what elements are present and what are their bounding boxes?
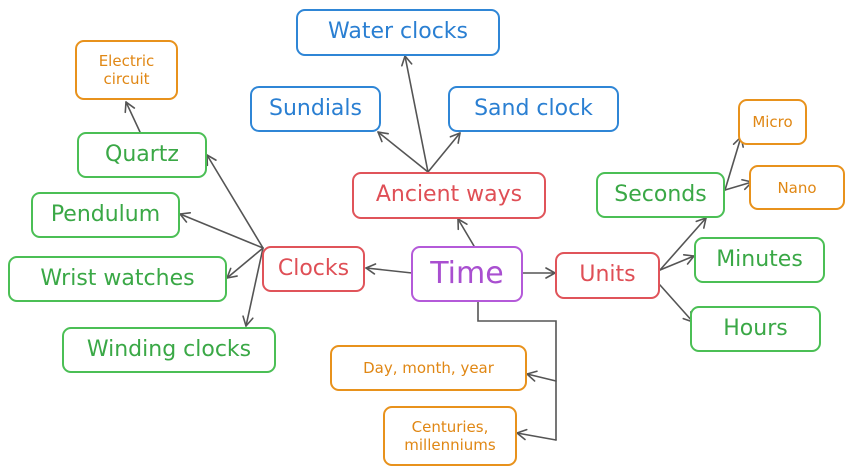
edge-clocks-winding-clocks bbox=[242, 247, 264, 327]
edge-ancient-ways-sand-clock bbox=[427, 132, 461, 173]
node-seconds[interactable]: Seconds bbox=[596, 172, 725, 218]
node-quartz[interactable]: Quartz bbox=[77, 132, 207, 178]
edge-seconds-micro bbox=[724, 136, 744, 191]
node-time[interactable]: Time bbox=[411, 246, 523, 302]
node-micro[interactable]: Micro bbox=[738, 99, 807, 145]
node-pendulum[interactable]: Pendulum bbox=[31, 192, 180, 238]
edge-units-minutes bbox=[659, 254, 695, 271]
node-minutes[interactable]: Minutes bbox=[694, 237, 825, 283]
edge-time-ancient-ways bbox=[457, 218, 475, 247]
edge-seconds-nano bbox=[724, 178, 753, 191]
node-nano[interactable]: Nano bbox=[749, 165, 845, 210]
edge-quartz-electric-circuit bbox=[124, 101, 141, 133]
edge-units-hours bbox=[659, 284, 694, 323]
node-sundials[interactable]: Sundials bbox=[250, 86, 381, 132]
node-centuries-millenniums[interactable]: Centuries, millenniums bbox=[383, 406, 517, 466]
edge-bracket-centuries bbox=[516, 428, 557, 441]
node-hours[interactable]: Hours bbox=[690, 306, 821, 352]
edge-ancient-ways-sundials bbox=[377, 131, 429, 173]
edge-clocks-wrist-watches bbox=[226, 247, 264, 279]
node-units[interactable]: Units bbox=[555, 252, 660, 299]
node-clocks[interactable]: Clocks bbox=[262, 246, 365, 292]
edge-time-clocks bbox=[365, 263, 413, 275]
edge-clocks-pendulum bbox=[179, 211, 264, 249]
node-winding-clocks[interactable]: Winding clocks bbox=[62, 327, 276, 373]
node-water-clocks[interactable]: Water clocks bbox=[296, 9, 500, 56]
node-electric-circuit[interactable]: Electric circuit bbox=[75, 40, 178, 100]
edge-clocks-quartz bbox=[206, 154, 264, 249]
node-wrist-watches[interactable]: Wrist watches bbox=[8, 256, 227, 302]
edge-ancient-ways-water-clocks bbox=[401, 55, 429, 173]
node-sand-clock[interactable]: Sand clock bbox=[448, 86, 619, 132]
node-day-month-year[interactable]: Day, month, year bbox=[330, 345, 527, 391]
node-ancient-ways[interactable]: Ancient ways bbox=[352, 172, 546, 219]
edge-bracket-day-month-year bbox=[526, 370, 557, 382]
edge-units-seconds bbox=[659, 217, 707, 271]
